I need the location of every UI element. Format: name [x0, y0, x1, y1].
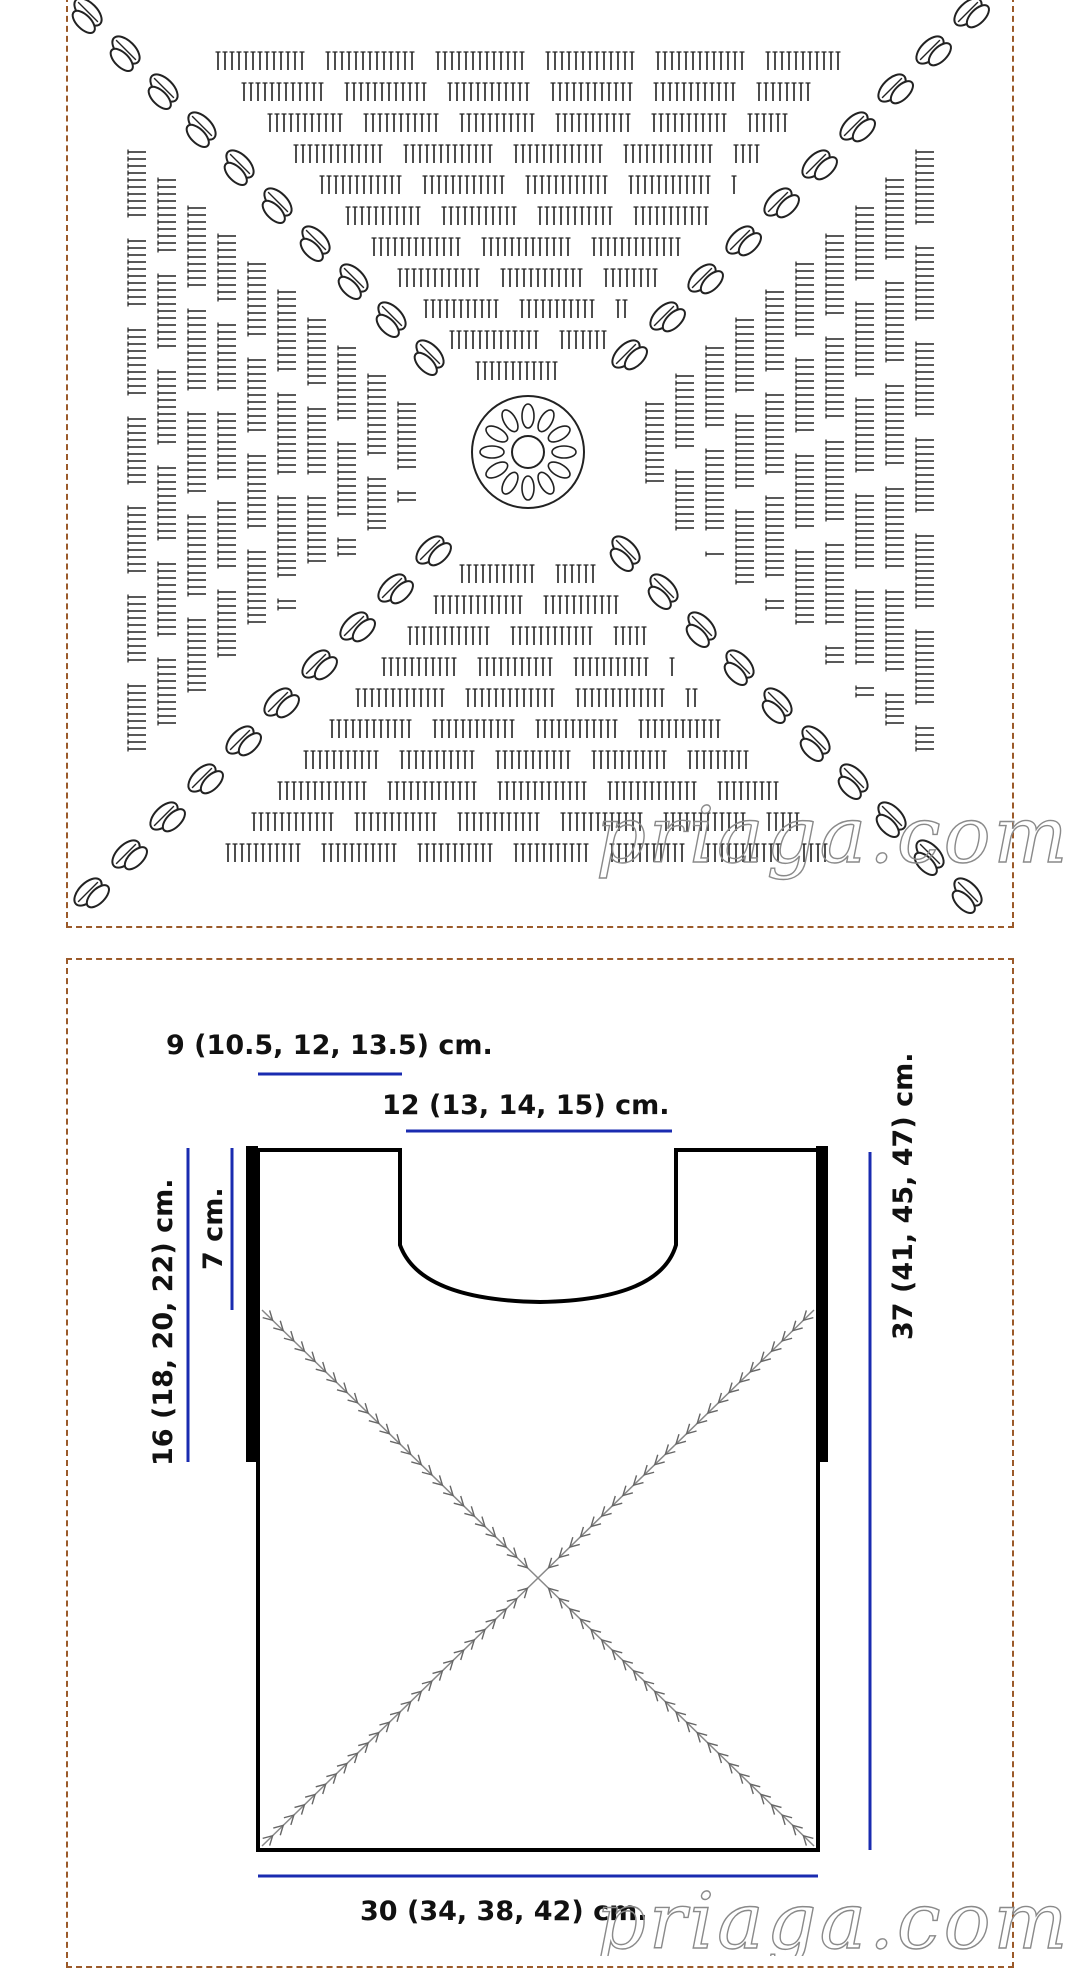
chart-leaf-motifs	[71, 0, 990, 914]
width-label: 30 (34, 38, 42) cm.	[360, 1896, 647, 1927]
armhole-label: 16 (18, 20, 22) cm.	[148, 1179, 179, 1466]
armhole-left-bar	[246, 1146, 258, 1462]
crochet-chart: priaga.com	[71, 0, 1071, 914]
diagonal-right	[261, 1309, 815, 1847]
shoulder-label: 9 (10.5, 12, 13.5) cm.	[166, 1030, 493, 1061]
armhole-right-bar	[816, 1146, 828, 1462]
garment-outline	[256, 1148, 820, 1852]
chart-center-flower	[471, 395, 585, 509]
watermark-bottom: priaga.com	[596, 1877, 1071, 1956]
neck-label: 12 (13, 14, 15) cm.	[382, 1090, 669, 1121]
neck-depth-label: 7 cm.	[198, 1187, 229, 1270]
chart-stitch-columns	[127, 149, 934, 752]
diagonal-arrows	[262, 1310, 814, 1846]
watermark-top: priaga.com	[596, 791, 1071, 881]
chart-stitch-rows	[215, 51, 841, 862]
length-label: 37 (41, 45, 47) cm.	[888, 1053, 919, 1340]
